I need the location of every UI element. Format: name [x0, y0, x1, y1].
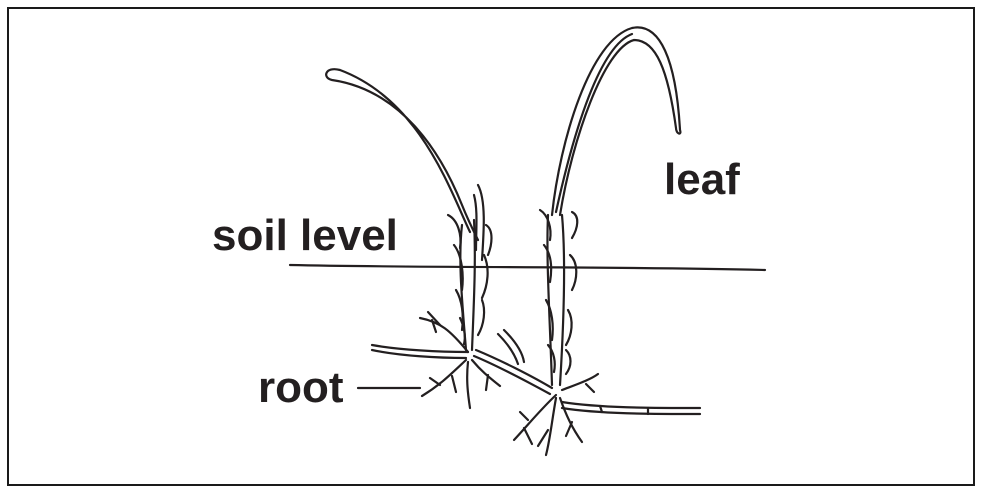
soil-level-label: soil level	[212, 214, 398, 258]
soil-level-line	[290, 265, 765, 270]
leaf-label: leaf	[664, 158, 740, 202]
right-plant	[514, 27, 700, 455]
right-plant-leaf	[552, 27, 680, 215]
root-label: root	[258, 366, 344, 410]
